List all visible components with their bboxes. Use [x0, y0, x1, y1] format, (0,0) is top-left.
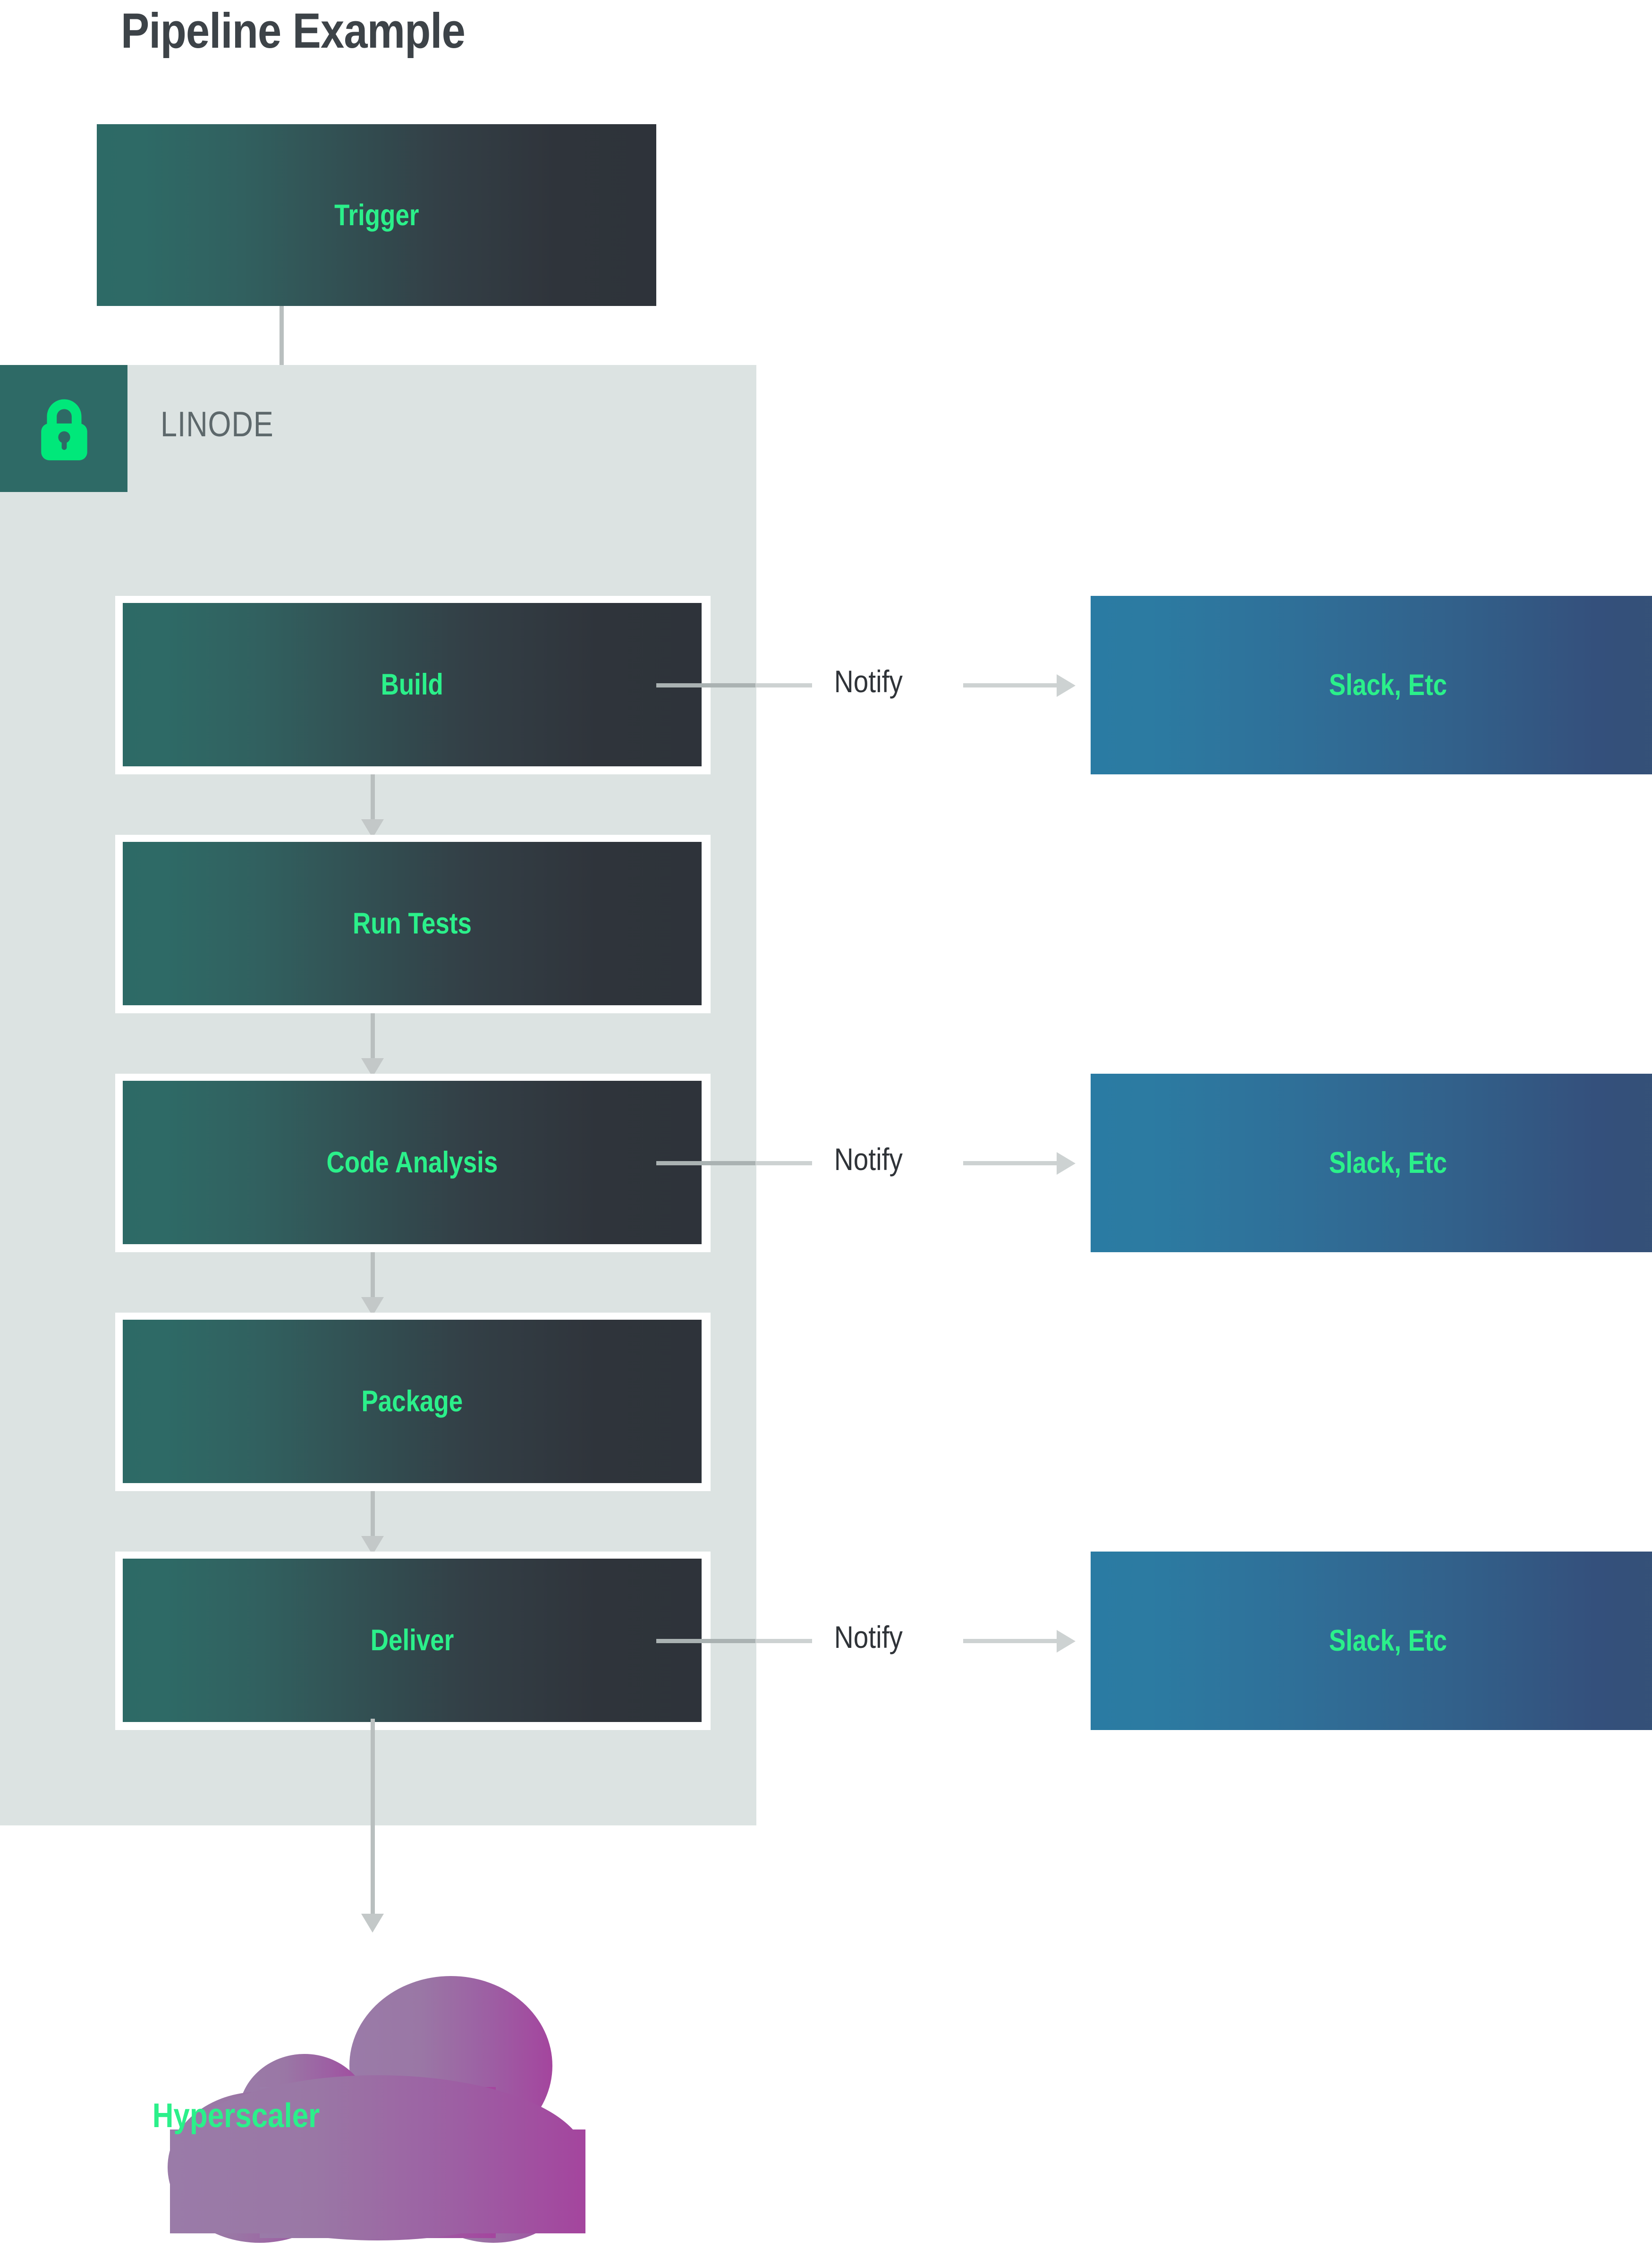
notify-2-arrow-head [1057, 1152, 1076, 1175]
node-notify-target-2[interactable]: Slack, Etc [1091, 1074, 1652, 1252]
arrow-deliver-to-cloud-head [361, 1914, 384, 1933]
node-stage-build[interactable]: Build [115, 596, 711, 774]
node-stage-package[interactable]: Package [115, 1313, 711, 1491]
notify-3-line-left [656, 1639, 755, 1643]
notify-1-label: Notify [834, 664, 903, 699]
node-notify-target-3-label: Slack, Etc [1329, 1624, 1448, 1657]
node-stage-run-tests[interactable]: Run Tests [115, 835, 711, 1013]
notify-1-line-right [963, 683, 1058, 687]
node-stage-deliver[interactable]: Deliver [115, 1552, 711, 1730]
notify-2-line-left [656, 1161, 755, 1165]
cloud-shape-icon [168, 1976, 585, 2243]
arrow-build-to-runtests-line [371, 774, 375, 822]
node-stage-run-tests-body: Run Tests [123, 842, 702, 1005]
notify-2-line-right [963, 1161, 1058, 1165]
linode-label: LINODE [161, 404, 274, 444]
notify-3-label: Notify [834, 1620, 903, 1654]
node-stage-code-analysis-body: Code Analysis [123, 1081, 702, 1244]
notify-2-label: Notify [834, 1142, 903, 1177]
notify-1-line-left [656, 683, 755, 687]
node-stage-deliver-body: Deliver [123, 1559, 702, 1722]
notify-1-arrow-head [1057, 674, 1076, 697]
node-stage-package-body: Package [123, 1320, 702, 1483]
arrow-runtests-to-codeanalysis-line [371, 1013, 375, 1060]
node-stage-deliver-label: Deliver [370, 1624, 454, 1657]
node-trigger-label: Trigger [334, 198, 419, 232]
node-stage-build-body: Build [123, 603, 702, 766]
node-notify-target-1-label: Slack, Etc [1329, 669, 1448, 702]
notify-2-line-left-ext [755, 1161, 812, 1165]
notify-3-line-right [963, 1639, 1058, 1643]
lock-badge [0, 365, 127, 492]
lock-icon [41, 399, 87, 460]
node-notify-target-1[interactable]: Slack, Etc [1091, 596, 1652, 774]
node-notify-target-3[interactable]: Slack, Etc [1091, 1552, 1652, 1730]
page-title: Pipeline Example [121, 3, 466, 59]
node-hyperscaler-label: Hyperscaler [152, 2097, 320, 2135]
node-trigger[interactable]: Trigger [97, 124, 656, 306]
node-stage-code-analysis[interactable]: Code Analysis [115, 1074, 711, 1252]
node-notify-target-2-label: Slack, Etc [1329, 1146, 1448, 1179]
node-stage-build-label: Build [381, 668, 444, 701]
notify-3-arrow-head [1057, 1630, 1076, 1653]
arrow-package-to-deliver-line [371, 1491, 375, 1538]
node-stage-package-label: Package [361, 1385, 463, 1418]
arrow-deliver-to-cloud-line [371, 1719, 375, 1917]
node-stage-code-analysis-label: Code Analysis [326, 1146, 498, 1179]
node-hyperscaler-cloud[interactable] [142, 1931, 614, 2243]
node-stage-run-tests-label: Run Tests [353, 907, 472, 940]
notify-3-line-left-ext [755, 1639, 812, 1643]
arrow-codeanalysis-to-package-line [371, 1252, 375, 1299]
notify-1-line-left-ext [755, 683, 812, 687]
